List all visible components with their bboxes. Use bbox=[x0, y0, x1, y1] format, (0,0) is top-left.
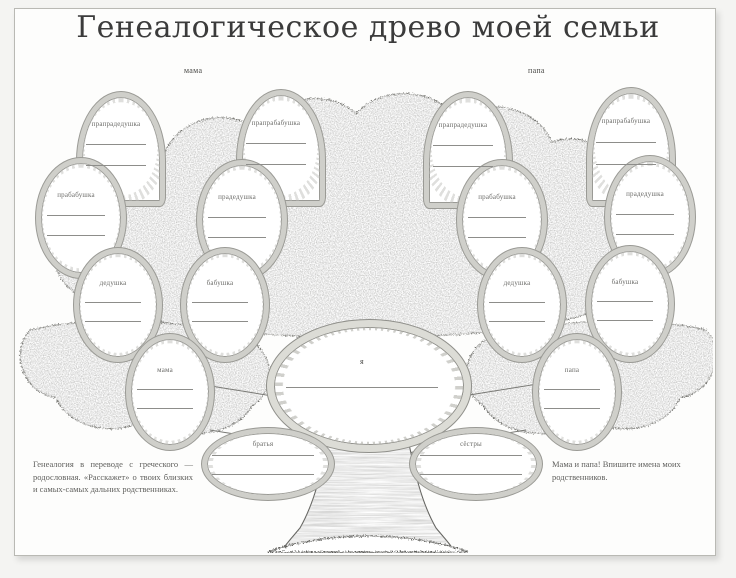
role-tag-mother: мама bbox=[184, 66, 203, 75]
write-line[interactable] bbox=[286, 387, 438, 389]
write-line[interactable] bbox=[419, 473, 523, 475]
card-frame bbox=[587, 88, 675, 206]
card-label: я bbox=[360, 356, 364, 366]
role-tag-father: папа bbox=[528, 66, 545, 75]
card-label: бабушка bbox=[611, 277, 639, 286]
card-label: дедушка bbox=[503, 279, 531, 288]
write-line[interactable] bbox=[47, 235, 105, 236]
write-line[interactable] bbox=[488, 320, 546, 322]
write-line[interactable] bbox=[191, 302, 249, 304]
card-frame bbox=[410, 428, 542, 500]
card-label: сёстры bbox=[460, 440, 482, 449]
write-line[interactable] bbox=[211, 455, 315, 457]
card-brothers[interactable]: братья bbox=[202, 428, 334, 500]
card-label: прапрабабушка bbox=[251, 118, 301, 127]
write-line[interactable] bbox=[488, 302, 546, 304]
write-line[interactable] bbox=[246, 143, 306, 144]
card-great-great-grandmother-paternal[interactable]: прапрабабушка bbox=[587, 88, 675, 206]
write-line[interactable] bbox=[596, 301, 654, 303]
write-line[interactable] bbox=[543, 389, 601, 391]
card-mother[interactable]: мама bbox=[126, 334, 214, 450]
card-label: бабушка bbox=[206, 279, 234, 288]
write-line[interactable] bbox=[616, 214, 674, 216]
write-line[interactable] bbox=[596, 163, 656, 165]
write-line[interactable] bbox=[543, 408, 601, 410]
card-grandmother-paternal[interactable]: бабушка bbox=[586, 246, 674, 362]
write-line[interactable] bbox=[84, 302, 142, 304]
page-title: Генеалогическое древо моей семьи bbox=[76, 10, 660, 45]
write-line[interactable] bbox=[84, 320, 142, 322]
write-line[interactable] bbox=[419, 455, 523, 457]
card-label: прапрадедушка bbox=[91, 120, 141, 129]
write-line[interactable] bbox=[596, 320, 654, 322]
write-line[interactable] bbox=[433, 166, 493, 168]
write-line[interactable] bbox=[433, 145, 493, 146]
card-label: прапрадедушка bbox=[438, 120, 488, 129]
card-label: папа bbox=[564, 365, 580, 374]
card-label: прадедушка bbox=[218, 193, 256, 201]
card-label: братья bbox=[252, 440, 274, 449]
write-line[interactable] bbox=[596, 142, 656, 143]
write-line[interactable] bbox=[136, 389, 194, 391]
card-frame bbox=[202, 428, 334, 500]
card-label: прапрабабушка bbox=[601, 117, 651, 126]
write-line[interactable] bbox=[246, 164, 306, 166]
write-line[interactable] bbox=[208, 217, 266, 219]
write-line[interactable] bbox=[468, 237, 526, 238]
write-line[interactable] bbox=[86, 164, 146, 166]
note-parent-instruction: Мама и папа! Впишите имена моих родствен… bbox=[552, 459, 681, 482]
card-label: дедушка bbox=[99, 279, 127, 288]
card-frame-decorative-hearts bbox=[267, 320, 471, 452]
card-label: прабабушка bbox=[478, 193, 516, 201]
card-frame bbox=[126, 334, 214, 450]
write-line[interactable] bbox=[86, 144, 146, 145]
card-frame bbox=[586, 246, 674, 362]
card-label: мама bbox=[157, 365, 173, 374]
write-line[interactable] bbox=[47, 215, 105, 217]
write-line[interactable] bbox=[616, 234, 674, 236]
write-line[interactable] bbox=[208, 237, 266, 238]
write-line[interactable] bbox=[468, 217, 526, 219]
card-sisters[interactable]: сёстры bbox=[410, 428, 542, 500]
card-label: прабабушка bbox=[57, 191, 95, 199]
note-genealogy-definition: Генеалогия в переводе с греческого — род… bbox=[33, 459, 193, 494]
write-line[interactable] bbox=[191, 320, 249, 322]
card-label: прадедушка bbox=[626, 189, 664, 198]
card-self[interactable]: я bbox=[267, 320, 471, 452]
card-frame bbox=[533, 334, 621, 450]
write-line[interactable] bbox=[211, 473, 315, 475]
card-father[interactable]: папа bbox=[533, 334, 621, 450]
write-line[interactable] bbox=[136, 408, 194, 410]
